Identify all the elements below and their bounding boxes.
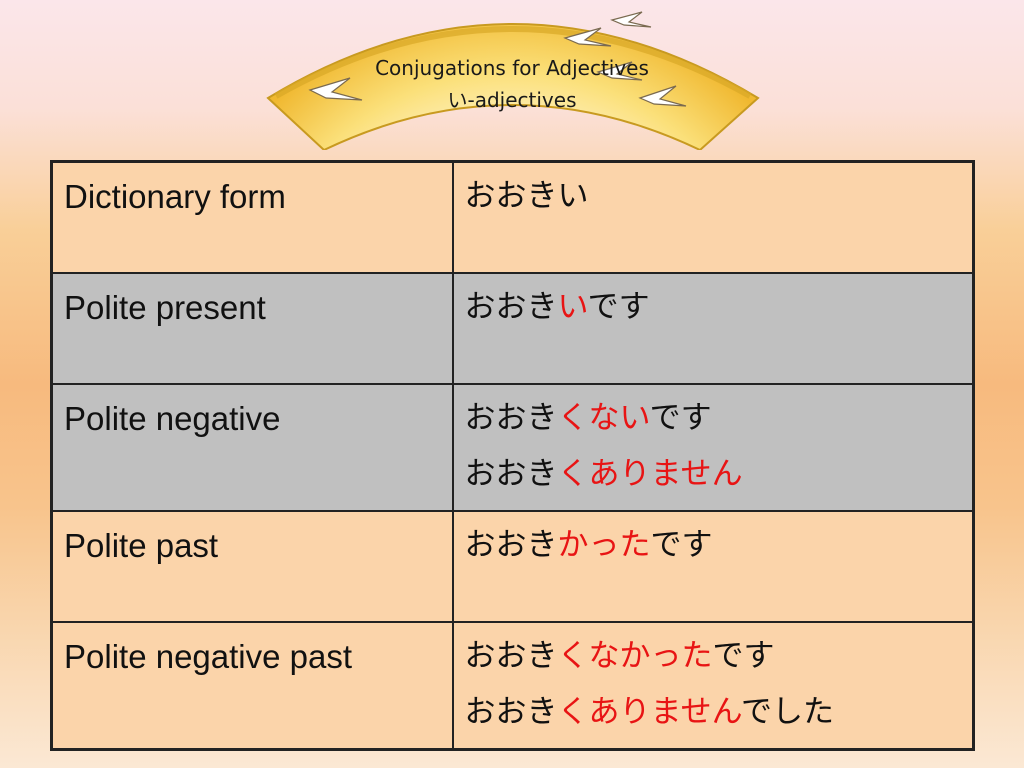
form-label: Polite negative past — [50, 620, 454, 750]
form-label: Polite present — [50, 271, 454, 385]
conjugated-form: おおきいです — [451, 271, 975, 385]
conjugation-line: おおきくありません — [465, 446, 962, 502]
stem-text: です — [712, 637, 775, 674]
stem-text: おおき — [464, 455, 558, 492]
form-label: Dictionary form — [50, 160, 454, 274]
highlighted-ending: くない — [557, 399, 650, 436]
stem-text: です — [587, 288, 650, 325]
stem-text: おおきい — [464, 178, 589, 214]
conjugation-line: おおきくありませんでした — [465, 684, 962, 740]
stem-text: です — [649, 399, 712, 436]
title-line-2: い-adjectives — [447, 88, 577, 112]
stem-text: おおき — [464, 288, 558, 325]
table-row: Polite negative おおきくないですおおきくありません — [50, 382, 975, 512]
table-row: Dictionary form おおきい — [50, 160, 975, 274]
fan-icon — [266, 11, 760, 150]
conjugated-form: おおきくないですおおきくありません — [451, 382, 975, 512]
highlighted-ending: くありません — [557, 455, 743, 492]
stem-text: でした — [741, 693, 835, 730]
conjugation-line: おおきくなかったです — [465, 628, 962, 684]
conjugation-line: おおきい — [465, 168, 962, 224]
slide-title: Conjugations for Adjectives い-adjectives — [312, 52, 712, 116]
stem-text: おおき — [464, 693, 558, 730]
highlighted-ending: い — [557, 288, 588, 325]
stem-text: です — [650, 526, 713, 563]
form-label: Polite past — [50, 509, 454, 623]
conjugation-table: Dictionary form おおきい Polite present おおきい… — [50, 160, 975, 751]
conjugated-form: おおきくなかったですおおきくありませんでした — [451, 620, 975, 750]
table-row: Polite past おおきかったです — [50, 509, 975, 623]
conjugation-line: おおきくないです — [465, 390, 962, 446]
highlighted-ending: かった — [557, 526, 651, 563]
crane-icon — [308, 11, 687, 107]
conjugation-line: おおきかったです — [465, 517, 962, 573]
stem-text: おおき — [464, 399, 558, 436]
highlighted-ending: くありません — [557, 693, 742, 730]
stem-text: おおき — [464, 526, 558, 563]
title-line-1: Conjugations for Adjectives — [375, 56, 649, 80]
stem-text: おおき — [464, 637, 558, 674]
conjugated-form: おおきかったです — [451, 509, 975, 623]
conjugation-line: おおきいです — [465, 279, 962, 335]
conjugated-form: おおきい — [451, 160, 975, 274]
form-label: Polite negative — [50, 382, 454, 512]
table-row: Polite present おおきいです — [50, 271, 975, 385]
table-row: Polite negative past おおきくなかったですおおきくありません… — [50, 620, 975, 750]
highlighted-ending: くなかった — [557, 637, 713, 674]
